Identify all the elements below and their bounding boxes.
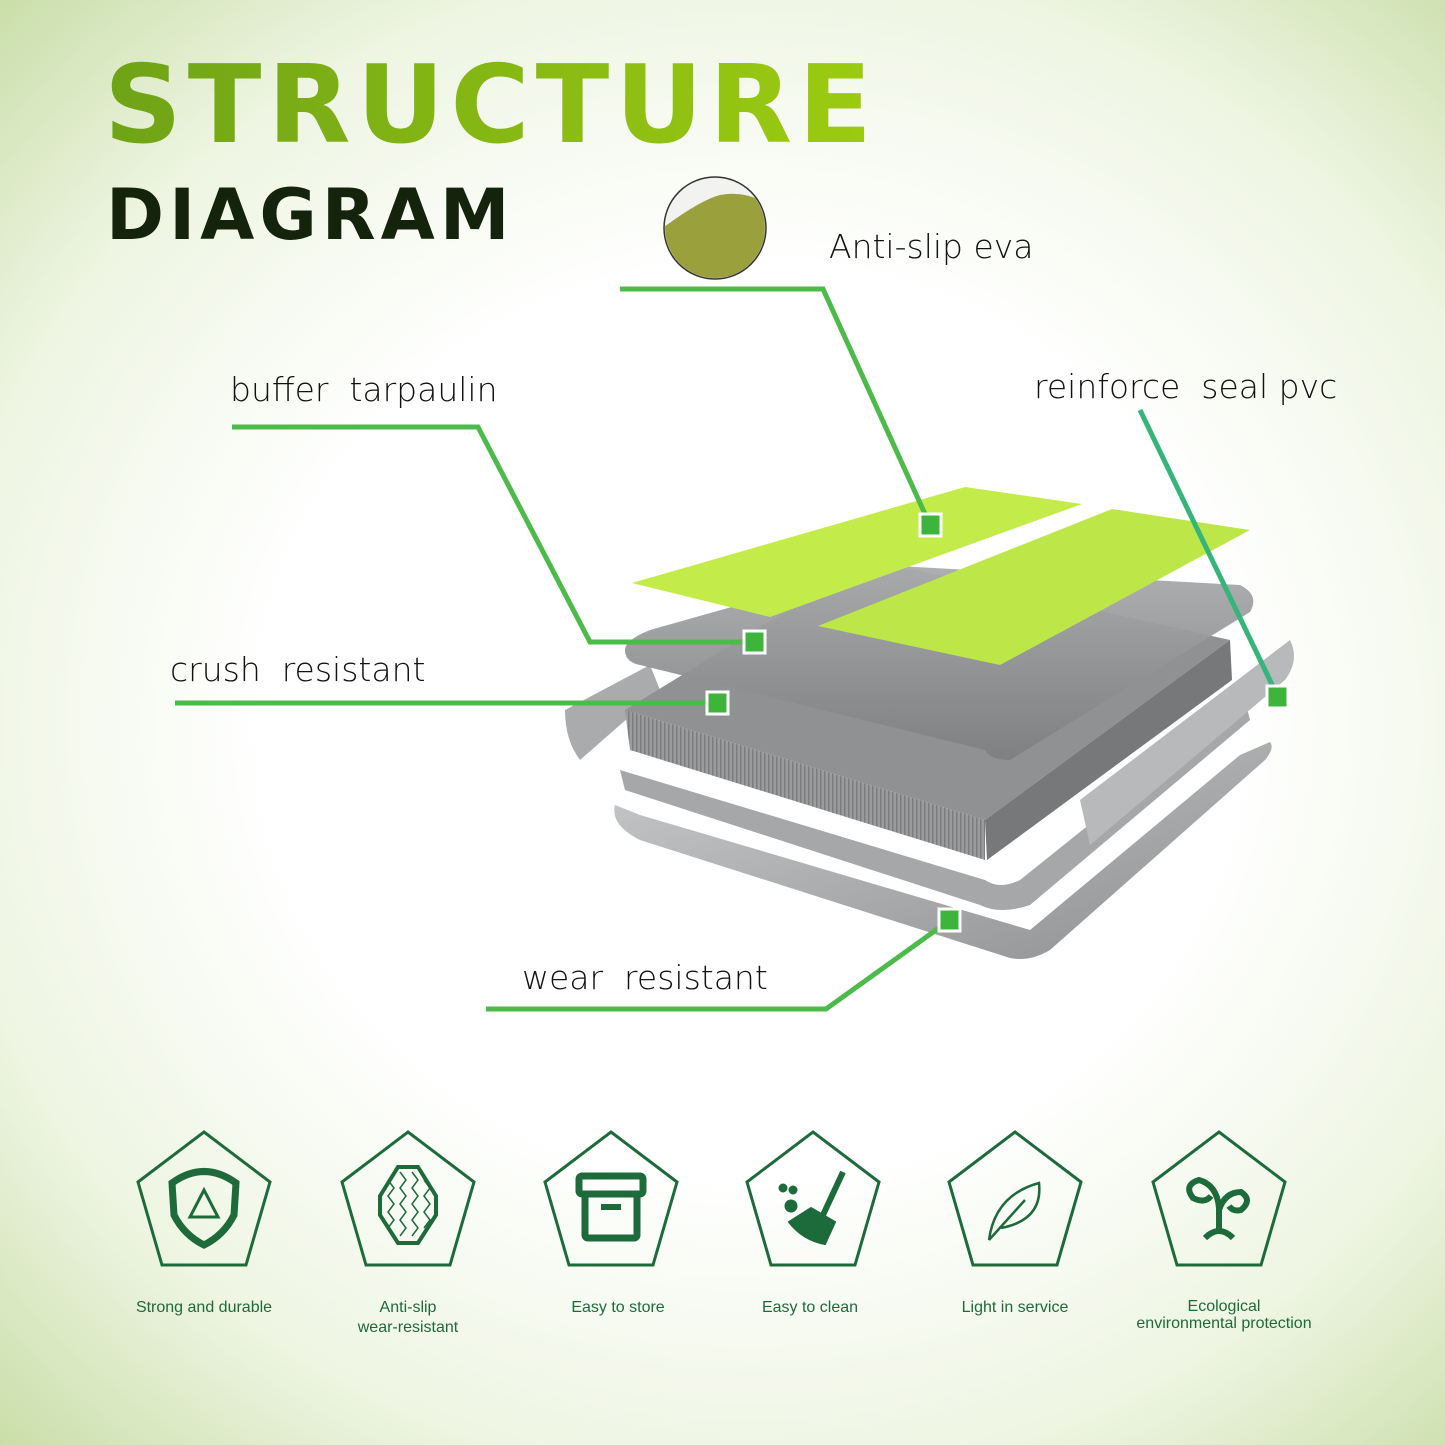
feather-icon (947, 1130, 1083, 1267)
label-buffer-tarpaulin: buffer tarpaulin (230, 370, 498, 409)
feature-label: wear-resistant (357, 1319, 459, 1336)
feature-label: Ecological (1187, 1298, 1261, 1315)
title-structure: STRUCTURE (104, 43, 878, 168)
anti-slip-eva-strip-right (818, 509, 1250, 665)
title-diagram: DIAGRAM (106, 174, 515, 256)
leader-wear-resistant (486, 917, 952, 1012)
leader-reinforce-seal-pvc (1137, 408, 1281, 699)
marker-wear-resistant (937, 907, 962, 933)
feature-label: Easy to store (571, 1299, 665, 1316)
core-side-edge (985, 640, 1232, 860)
hexagon-texture-icon (340, 1130, 476, 1267)
feature-label: Anti-slip (379, 1299, 437, 1316)
feature-light: Light in service (905, 1298, 1125, 1318)
broom-icon (745, 1130, 881, 1267)
storage-box-icon (543, 1130, 679, 1267)
feature-easy-clean: Easy to clean (700, 1298, 920, 1318)
label-reinforce-seal-pvc: reinforce seal pvc (1034, 367, 1338, 406)
feature-icons (136, 1130, 1287, 1267)
shield-icon (136, 1130, 272, 1267)
marker-buffer-tarpaulin (742, 629, 767, 655)
buffer-tarpaulin-layer (625, 565, 1254, 760)
marker-reinforce-seal-pvc (1265, 684, 1290, 710)
label-wear-resistant: wear resistant (522, 958, 768, 997)
feature-label: environmental protection (1136, 1315, 1312, 1332)
label-crush-resistant: crush resistant (170, 650, 426, 689)
feature-anti-slip: Anti-slip wear-resistant (298, 1298, 518, 1338)
leader-lines (175, 286, 1281, 1012)
sprout-icon (1151, 1130, 1287, 1267)
marker-crush-resistant (705, 690, 730, 716)
leader-anti-slip-eva (620, 286, 933, 527)
core-ribbed-edge (625, 710, 985, 860)
eva-sample-thumbnail (663, 176, 767, 280)
feature-label: Easy to clean (761, 1299, 859, 1316)
leader-markers (705, 512, 1290, 933)
feature-label: Strong and durable (135, 1299, 273, 1316)
marker-anti-slip-eva (918, 512, 943, 538)
leader-buffer-tarpaulin (232, 424, 755, 645)
reinforce-seal-pvc-side (1080, 640, 1294, 845)
feature-easy-store: Easy to store (508, 1298, 728, 1318)
anti-slip-eva-strip-left (632, 487, 1082, 617)
feature-label: Light in service (961, 1299, 1069, 1316)
reinforce-seal-pvc-left (565, 665, 660, 760)
feature-strong-durable: Strong and durable (94, 1298, 314, 1318)
label-anti-slip-eva: Anti-slip eva (829, 227, 1034, 266)
